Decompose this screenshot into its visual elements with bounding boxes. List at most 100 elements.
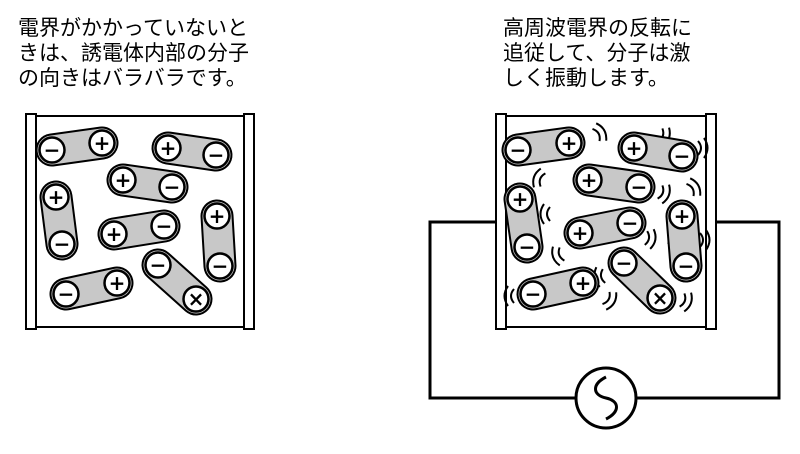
negative-pole-symbol: − bbox=[156, 214, 173, 238]
negative-pole: − bbox=[616, 209, 644, 237]
dipole-molecule: +− bbox=[200, 199, 237, 283]
positive-pole-symbol: + bbox=[209, 204, 226, 228]
negative-pole-symbol: − bbox=[208, 143, 225, 167]
cross-pole-symbol: × bbox=[652, 286, 669, 310]
vibration-mark bbox=[551, 246, 565, 267]
positive-pole: + bbox=[42, 183, 70, 211]
left-electrode-plate bbox=[495, 113, 507, 330]
cross-pole: × bbox=[182, 285, 210, 313]
positive-pole-symbol: + bbox=[160, 136, 177, 160]
caption-no-field-line-3: の向きはバラバラです。 bbox=[18, 66, 247, 90]
negative-pole-symbol: − bbox=[622, 211, 639, 235]
panel-high-frequency: −++−+−+−+−+−−+−× bbox=[428, 113, 781, 430]
negative-pole-symbol: − bbox=[58, 282, 75, 306]
positive-pole: + bbox=[103, 269, 131, 297]
caption-hf-line-1: 高周波電界の反転に bbox=[503, 16, 692, 40]
positive-pole: + bbox=[569, 269, 597, 297]
circuit-wire-right bbox=[636, 220, 781, 400]
negative-pole: − bbox=[206, 252, 234, 280]
negative-pole-symbol: − bbox=[150, 253, 167, 277]
dipole-molecule: −× bbox=[141, 248, 213, 316]
positive-pole: + bbox=[154, 134, 182, 162]
negative-pole-symbol: − bbox=[212, 254, 229, 278]
caption-no-field-line-1: 電界がかかっていないと bbox=[18, 16, 248, 40]
negative-pole-symbol: − bbox=[631, 175, 648, 199]
positive-pole-symbol: + bbox=[581, 168, 598, 192]
negative-pole-symbol: − bbox=[54, 232, 71, 256]
vibration-mark bbox=[657, 184, 671, 205]
vibration-mark bbox=[602, 291, 618, 311]
positive-pole: + bbox=[575, 166, 603, 194]
positive-pole: + bbox=[668, 202, 696, 230]
cross-pole: × bbox=[646, 284, 674, 312]
dipole-molecule: +− bbox=[503, 182, 544, 264]
right-electrode-plate bbox=[243, 113, 255, 330]
dipole-molecule: +− bbox=[617, 131, 699, 173]
vibration-mark bbox=[592, 122, 608, 142]
positive-pole: + bbox=[566, 219, 594, 247]
negative-pole: − bbox=[504, 136, 532, 164]
positive-pole-symbol: + bbox=[572, 221, 589, 245]
positive-pole-symbol: + bbox=[115, 168, 132, 192]
vibration-mark bbox=[686, 177, 702, 197]
dipole-molecule: −+ bbox=[501, 126, 586, 167]
vibration-mark bbox=[503, 285, 515, 307]
dipole-molecule: +− bbox=[572, 163, 656, 204]
dipole-molecule: +− bbox=[563, 206, 647, 250]
positive-pole: + bbox=[109, 166, 137, 194]
vibration-mark bbox=[644, 228, 657, 250]
negative-pole: − bbox=[625, 173, 653, 201]
positive-pole: + bbox=[203, 202, 231, 230]
negative-pole-symbol: − bbox=[164, 175, 181, 199]
negative-pole-symbol: − bbox=[44, 138, 61, 162]
negative-pole: − bbox=[672, 252, 700, 280]
caption-no-field: 電界がかかっていないと きは、誘電体内部の分子 の向きはバラバラです。 bbox=[18, 16, 249, 91]
negative-pole-symbol: − bbox=[674, 144, 691, 168]
positive-pole-symbol: + bbox=[575, 271, 592, 295]
vibration-mark bbox=[697, 137, 709, 159]
positive-pole-symbol: + bbox=[512, 187, 529, 211]
caption-hf-line-3: しく振動します。 bbox=[503, 66, 669, 90]
negative-pole-symbol: − bbox=[510, 138, 527, 162]
dipole-molecule: +− bbox=[151, 131, 233, 172]
right-electrode-plate bbox=[705, 113, 717, 330]
negative-pole-symbol: − bbox=[678, 254, 695, 278]
vibration-mark bbox=[532, 167, 546, 188]
dipole-molecule: −× bbox=[607, 246, 677, 315]
circuit-wire-left bbox=[428, 220, 576, 400]
left-electrode-plate bbox=[25, 113, 37, 330]
negative-pole: − bbox=[52, 280, 80, 308]
negative-pole: − bbox=[144, 251, 172, 279]
dipole-molecule: +− bbox=[97, 209, 181, 251]
negative-pole-symbol: − bbox=[616, 251, 633, 275]
positive-pole: + bbox=[100, 220, 128, 248]
negative-pole: − bbox=[158, 173, 186, 201]
negative-pole: − bbox=[519, 280, 547, 308]
negative-pole-symbol: − bbox=[525, 282, 542, 306]
positive-pole-symbol: + bbox=[94, 131, 111, 155]
dipole-molecule: −+ bbox=[49, 266, 134, 311]
positive-pole-symbol: + bbox=[674, 204, 691, 228]
dipole-molecule: +− bbox=[39, 180, 79, 261]
vibration-mark bbox=[679, 292, 693, 313]
caption-high-frequency-field: 高周波電界の反転に 追従して、分子は激 しく振動します。 bbox=[503, 16, 692, 91]
negative-pole: − bbox=[48, 230, 76, 258]
negative-pole: − bbox=[668, 142, 696, 170]
positive-pole-symbol: + bbox=[48, 185, 65, 209]
positive-pole: + bbox=[88, 129, 116, 157]
vibration-mark bbox=[539, 203, 551, 225]
caption-hf-line-2: 追従して、分子は激 bbox=[503, 41, 691, 65]
dipole-molecule: +− bbox=[106, 163, 189, 204]
cross-pole-symbol: × bbox=[188, 287, 205, 311]
positive-pole-symbol: + bbox=[109, 271, 126, 295]
positive-pole-symbol: + bbox=[626, 136, 643, 160]
positive-pole: + bbox=[506, 185, 534, 213]
negative-pole: − bbox=[150, 212, 178, 240]
molecules-vibrating: −++−+−+−+−+−−+−× bbox=[501, 126, 703, 315]
sine-wave-icon bbox=[594, 375, 618, 421]
dipole-molecule: −+ bbox=[35, 126, 119, 167]
negative-pole: − bbox=[202, 141, 230, 169]
negative-pole: − bbox=[610, 249, 638, 277]
dipole-molecule: +− bbox=[665, 199, 703, 283]
